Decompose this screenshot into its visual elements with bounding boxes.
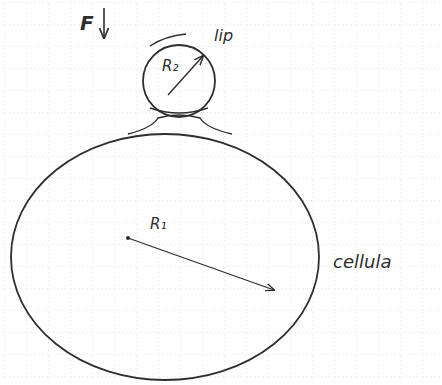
radius-label: R₂ — [162, 58, 178, 75]
radius-label: R₁ — [150, 216, 166, 233]
lip-circle: R₂lip — [142, 44, 216, 118]
outline — [11, 134, 319, 380]
outline — [143, 45, 215, 117]
node-outline — [142, 44, 216, 118]
radius-arrow — [128, 238, 274, 290]
force-arrow — [103, 8, 105, 38]
part-name: lip — [214, 27, 233, 45]
cell-ellipse: R₁cellula — [10, 133, 320, 381]
force-label: F — [80, 12, 94, 35]
node-outline — [10, 133, 320, 381]
part-name: cellula — [333, 252, 391, 273]
